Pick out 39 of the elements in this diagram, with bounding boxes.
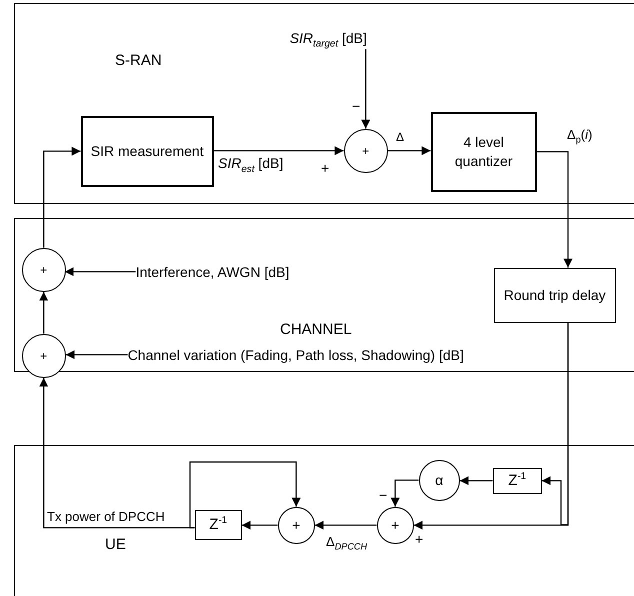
process-box: SIR measurement	[80, 116, 214, 187]
arrow	[388, 146, 431, 156]
arrow	[390, 480, 419, 507]
summing-junction: α	[418, 460, 460, 501]
sign-label: +	[415, 532, 424, 546]
arrow	[536, 151, 572, 268]
arrow	[214, 146, 344, 156]
input-label: SIR$_{target}$ [dB]	[290, 30, 367, 50]
summing-junction: +	[22, 334, 66, 378]
section-title: S-RAN	[115, 52, 162, 69]
input-label: Interference, AWGN [dB]	[136, 264, 290, 280]
section-title: UE	[105, 536, 126, 553]
arrow	[64, 267, 136, 276]
process-box: Z$^{-1}$	[194, 510, 242, 540]
arrow	[39, 292, 48, 334]
section-title: CHANNEL	[280, 321, 352, 338]
summing-junction: +	[278, 506, 315, 544]
arrow	[66, 350, 128, 360]
arrow	[43, 146, 81, 248]
section-panel	[14, 3, 634, 204]
process-box: 4 level quantizer	[430, 112, 537, 192]
arrow	[189, 461, 301, 528]
arrow	[314, 520, 377, 530]
edge-label: Δ$_{DPCCH}$	[326, 535, 368, 552]
arrow	[242, 520, 278, 530]
summing-junction: +	[344, 128, 388, 173]
summing-junction: +	[22, 248, 66, 292]
arrow	[361, 49, 370, 129]
edge-label: Tx power of DPCCH	[47, 510, 165, 524]
process-box: Round trip delay	[494, 268, 616, 323]
edge-label: Δ$_{p}$(i)	[567, 128, 592, 145]
summing-junction: +	[376, 506, 414, 544]
sign-label: +	[321, 161, 330, 175]
sign-label: −	[352, 99, 360, 113]
input-label: Channel variation (Fading, Path loss, Shadowing) [dB]	[128, 346, 464, 363]
arrow	[460, 476, 493, 486]
arrow	[542, 322, 569, 526]
process-box: Z$^{-1}$	[492, 468, 542, 494]
sign-label: −	[379, 488, 388, 502]
